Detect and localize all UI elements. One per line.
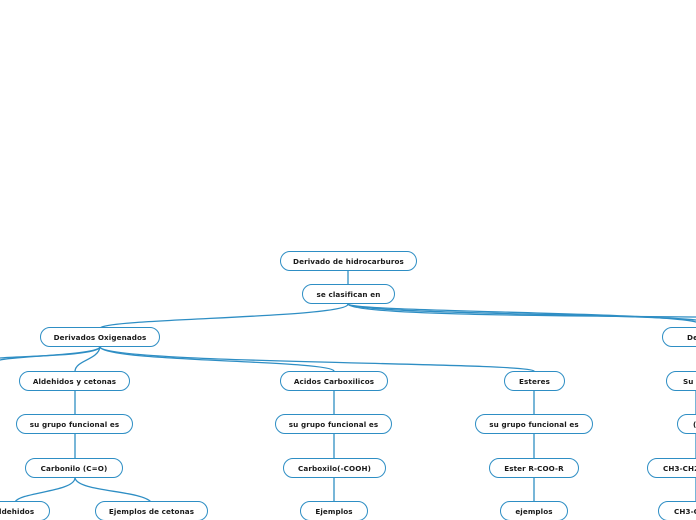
link-oxy-acids [99,346,335,372]
node-ejemplos-aldehidos[interactable]: ldehidos [0,501,50,520]
node-right-formula[interactable]: CH3-CH2 [647,458,696,478]
node-acid-ejemplos[interactable]: Ejemplos [300,501,368,520]
node-carbonilo[interactable]: Carbonilo (C=O) [25,458,123,478]
node-ejemplos-cetonas[interactable]: Ejemplos de cetonas [95,501,208,520]
node-se-clasifican-en[interactable]: se clasifican en [302,284,395,304]
link-classify-right-1 [347,303,696,318]
link-oxy-left-2 [0,346,101,361]
node-ester-ejemplos[interactable]: ejemplos [500,501,568,520]
link-oxy-left-1 [0,346,101,359]
link-classify-oxygenated [99,303,349,329]
node-root[interactable]: Derivado de hidrocarburos [280,251,417,271]
node-right-formula-2[interactable]: CH3-C [658,501,696,520]
node-aldehidos-y-cetonas[interactable]: Aldehidos y cetonas [19,371,130,391]
node-ester-grupo-funcional[interactable]: su grupo funcional es [475,414,593,434]
node-carboxilo[interactable]: Carboxilo(-COOH) [283,458,386,478]
link-oxy-esters [99,346,535,372]
node-esteres[interactable]: Esteres [504,371,565,391]
node-derivados-right[interactable]: Derivados [662,327,696,347]
node-acid-grupo-funcional[interactable]: su grupo funcional es [275,414,392,434]
link-oxy-aldehydes [74,346,101,372]
node-derivados-oxigenados[interactable]: Derivados Oxigenados [40,327,160,347]
node-right-paren[interactable]: ( [677,414,696,434]
link-carbonyl-aldehydes [14,477,76,503]
node-acidos-carboxilicos[interactable]: Acidos Carboxilicos [280,371,388,391]
node-right-su-grupo[interactable]: Su gr [666,371,696,391]
node-ester-formula[interactable]: Ester R-COO-R [489,458,579,478]
link-carbonyl-ketones [74,477,152,503]
link-classify-right-3 [347,303,696,323]
node-ak-grupo-funcional[interactable]: su grupo funcional es [16,414,133,434]
